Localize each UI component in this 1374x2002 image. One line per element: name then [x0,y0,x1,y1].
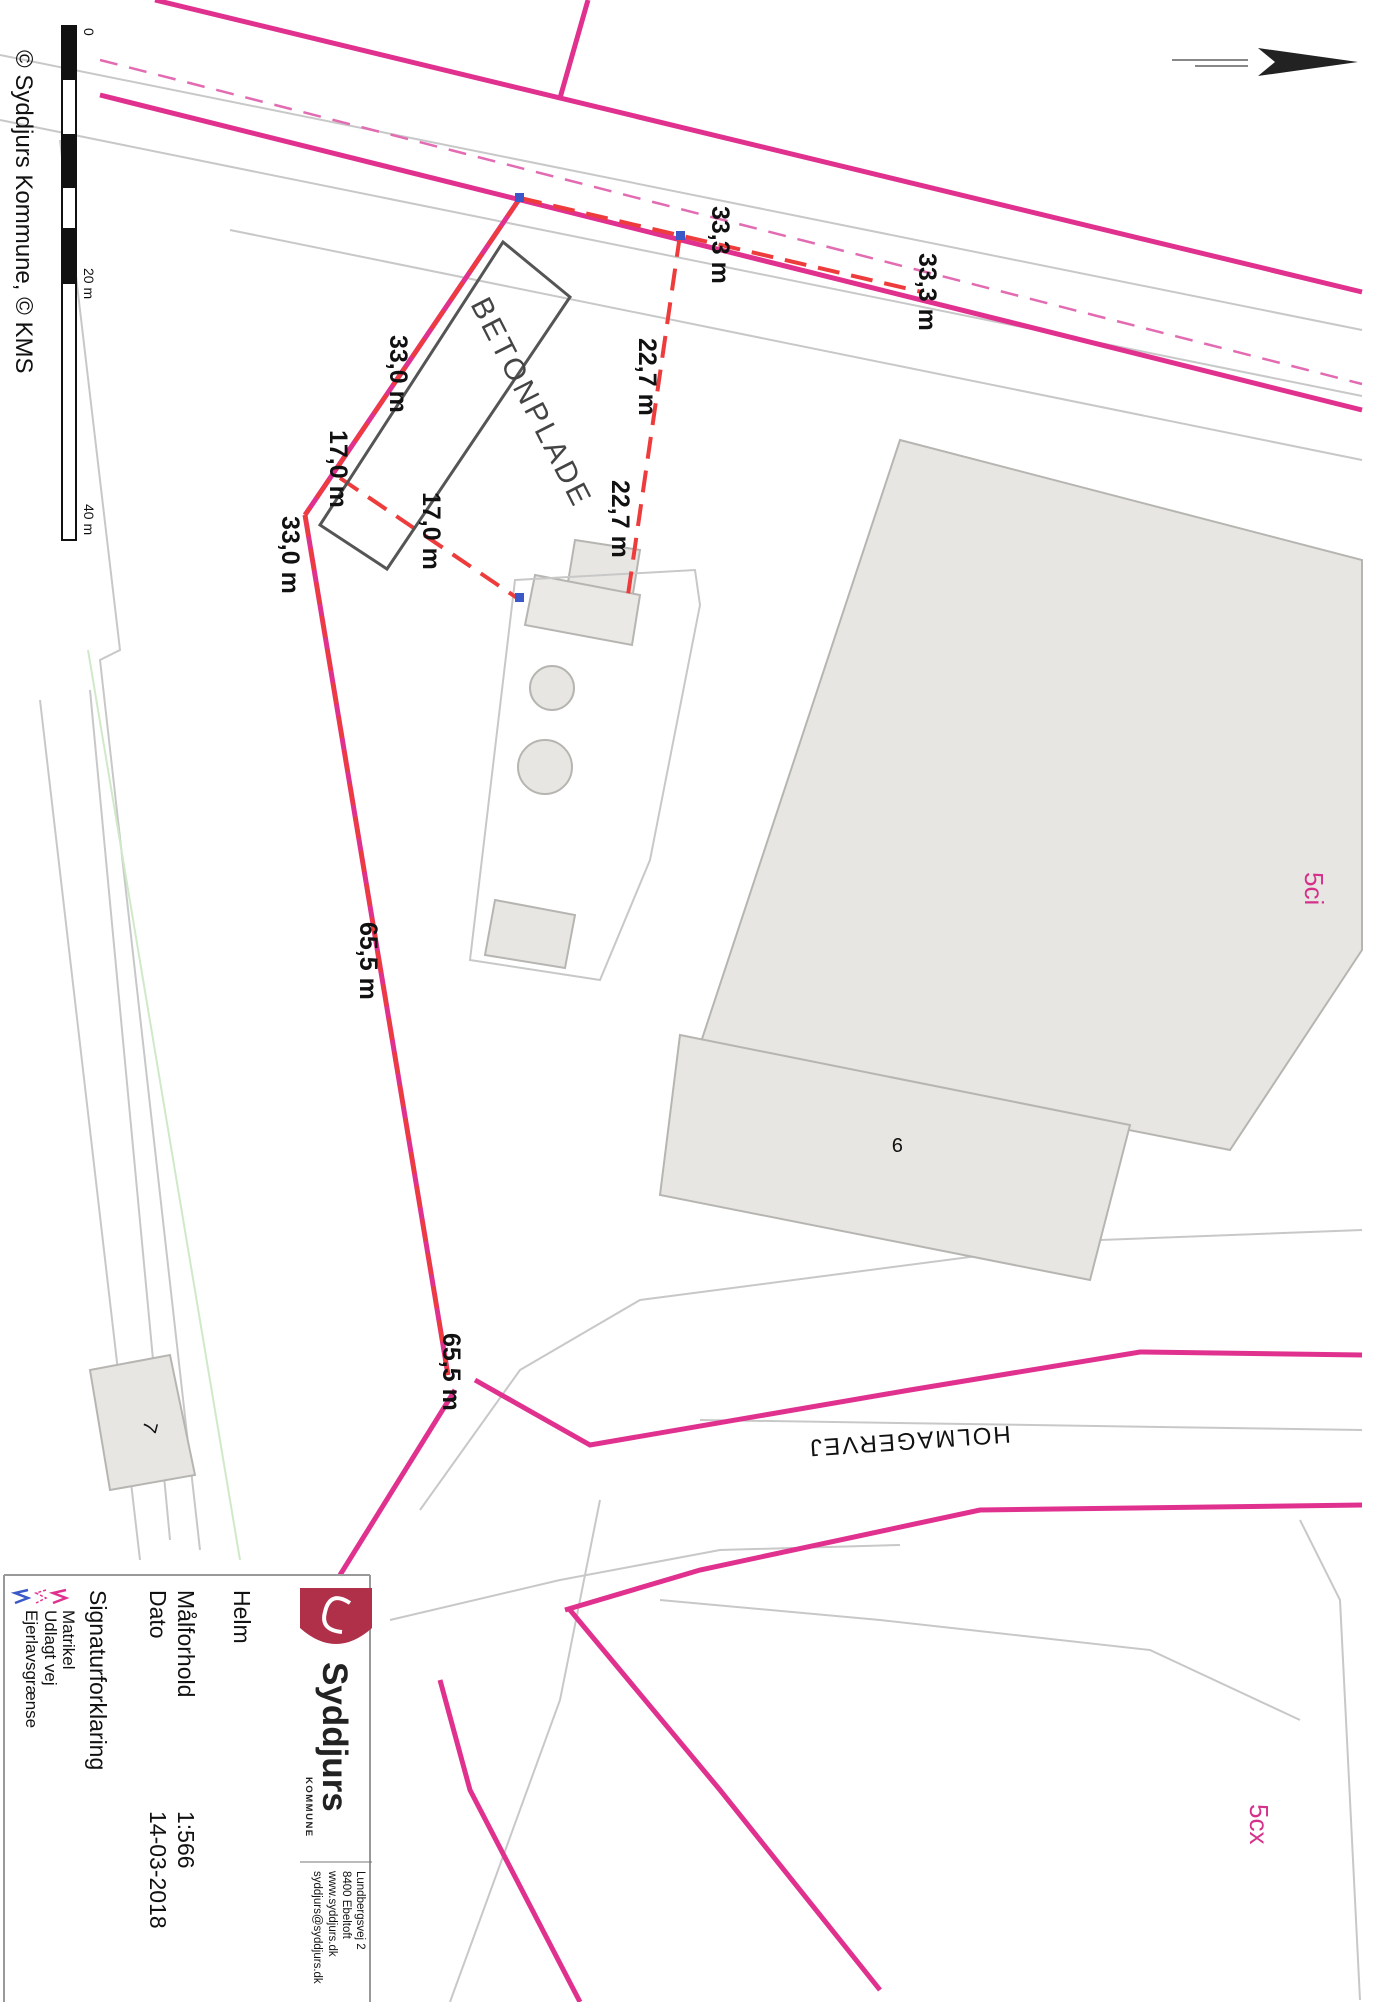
scale-bar: 0 20 m 40 m [61,25,97,541]
measure-65-5-b: 65,5 m [437,1333,465,1411]
silo [517,739,573,795]
map-title: Helm [229,1590,255,1644]
betonplade-label: BETONPLADE [464,292,598,513]
street-label-holmagervej: HOLMAGERVEJ [807,1420,1011,1461]
address-line-2: 8400 Ebeltoft [340,1871,352,1940]
scale-value: 1:566 [173,1811,199,1869]
scale-tick-40: 40 m [81,504,97,535]
parcel-label-5cx: 5cx [1244,1804,1274,1844]
measure-33-3-b: 33,3 m [913,253,941,331]
road-outlines [0,54,1363,2002]
scale-tick-0: 0 [81,28,97,36]
measure-33-0-a: 33,0 m [384,335,412,413]
copyright-text: © Syddjurs Kommune, © KMS [10,50,37,373]
legend-item-udlagt-vej: Udlagt vej [41,1610,60,1686]
signature-title: Signaturforklaring [85,1590,111,1770]
green-line [87,649,241,1561]
silo [529,665,575,711]
boundary-marker [515,193,524,202]
house-number-9: 9 [892,1133,903,1155]
yard-outline [468,568,702,982]
measure-17-0-a: 17,0 m [324,430,352,508]
scale-label: Målforhold [173,1590,199,1697]
date-value: 14-03-2018 [145,1811,171,1929]
legend-item-ejerlavsgraense: Ejerlavsgrænse [22,1610,41,1728]
date-label: Dato [145,1590,171,1639]
house-number-7: 7 [137,1419,161,1435]
syddjurs-logo-icon: Syddjurs KOMMUNE [300,1588,372,1838]
brand-subtitle: KOMMUNE [303,1777,314,1838]
north-arrow-icon [1172,48,1358,76]
scale-tick-20: 20 m [81,268,97,299]
buildings [88,438,1363,1492]
betonplade-outline [317,239,573,572]
address-line-4: syddjurs@syddjurs.dk [311,1871,323,1984]
legend-box: Syddjurs KOMMUNE Lundbergsvej 2 8400 Ebe… [3,1574,372,2002]
brand-name: Syddjurs [315,1662,354,1812]
measure-22-7-a: 22,7 m [633,338,661,416]
legend-item-matrikel: Matrikel [59,1610,78,1670]
property-boundary-dashed [99,58,1363,386]
address-line-3: www.syddjurs.dk [326,1870,338,1957]
measure-22-7-b: 22,7 m [606,480,634,558]
measure-33-3-a: 33,3 m [706,206,734,284]
measure-65-5-a: 65,5 m [354,922,382,1000]
boundary-marker [676,231,685,240]
measure-33-0-b: 33,0 m [276,516,304,594]
address-line-1: Lundbergsvej 2 [354,1871,366,1950]
boundary-marker [515,593,524,602]
parcel-label-5ci: 5ci [1299,872,1329,905]
measurement-lines [303,196,923,1376]
udlagt-vej-symbol-icon [33,1589,48,1604]
ejerlavsgraense-symbol-icon [10,1588,32,1605]
matrikel-symbol-icon [48,1588,70,1605]
measure-17-0-b: 17,0 m [417,492,445,570]
